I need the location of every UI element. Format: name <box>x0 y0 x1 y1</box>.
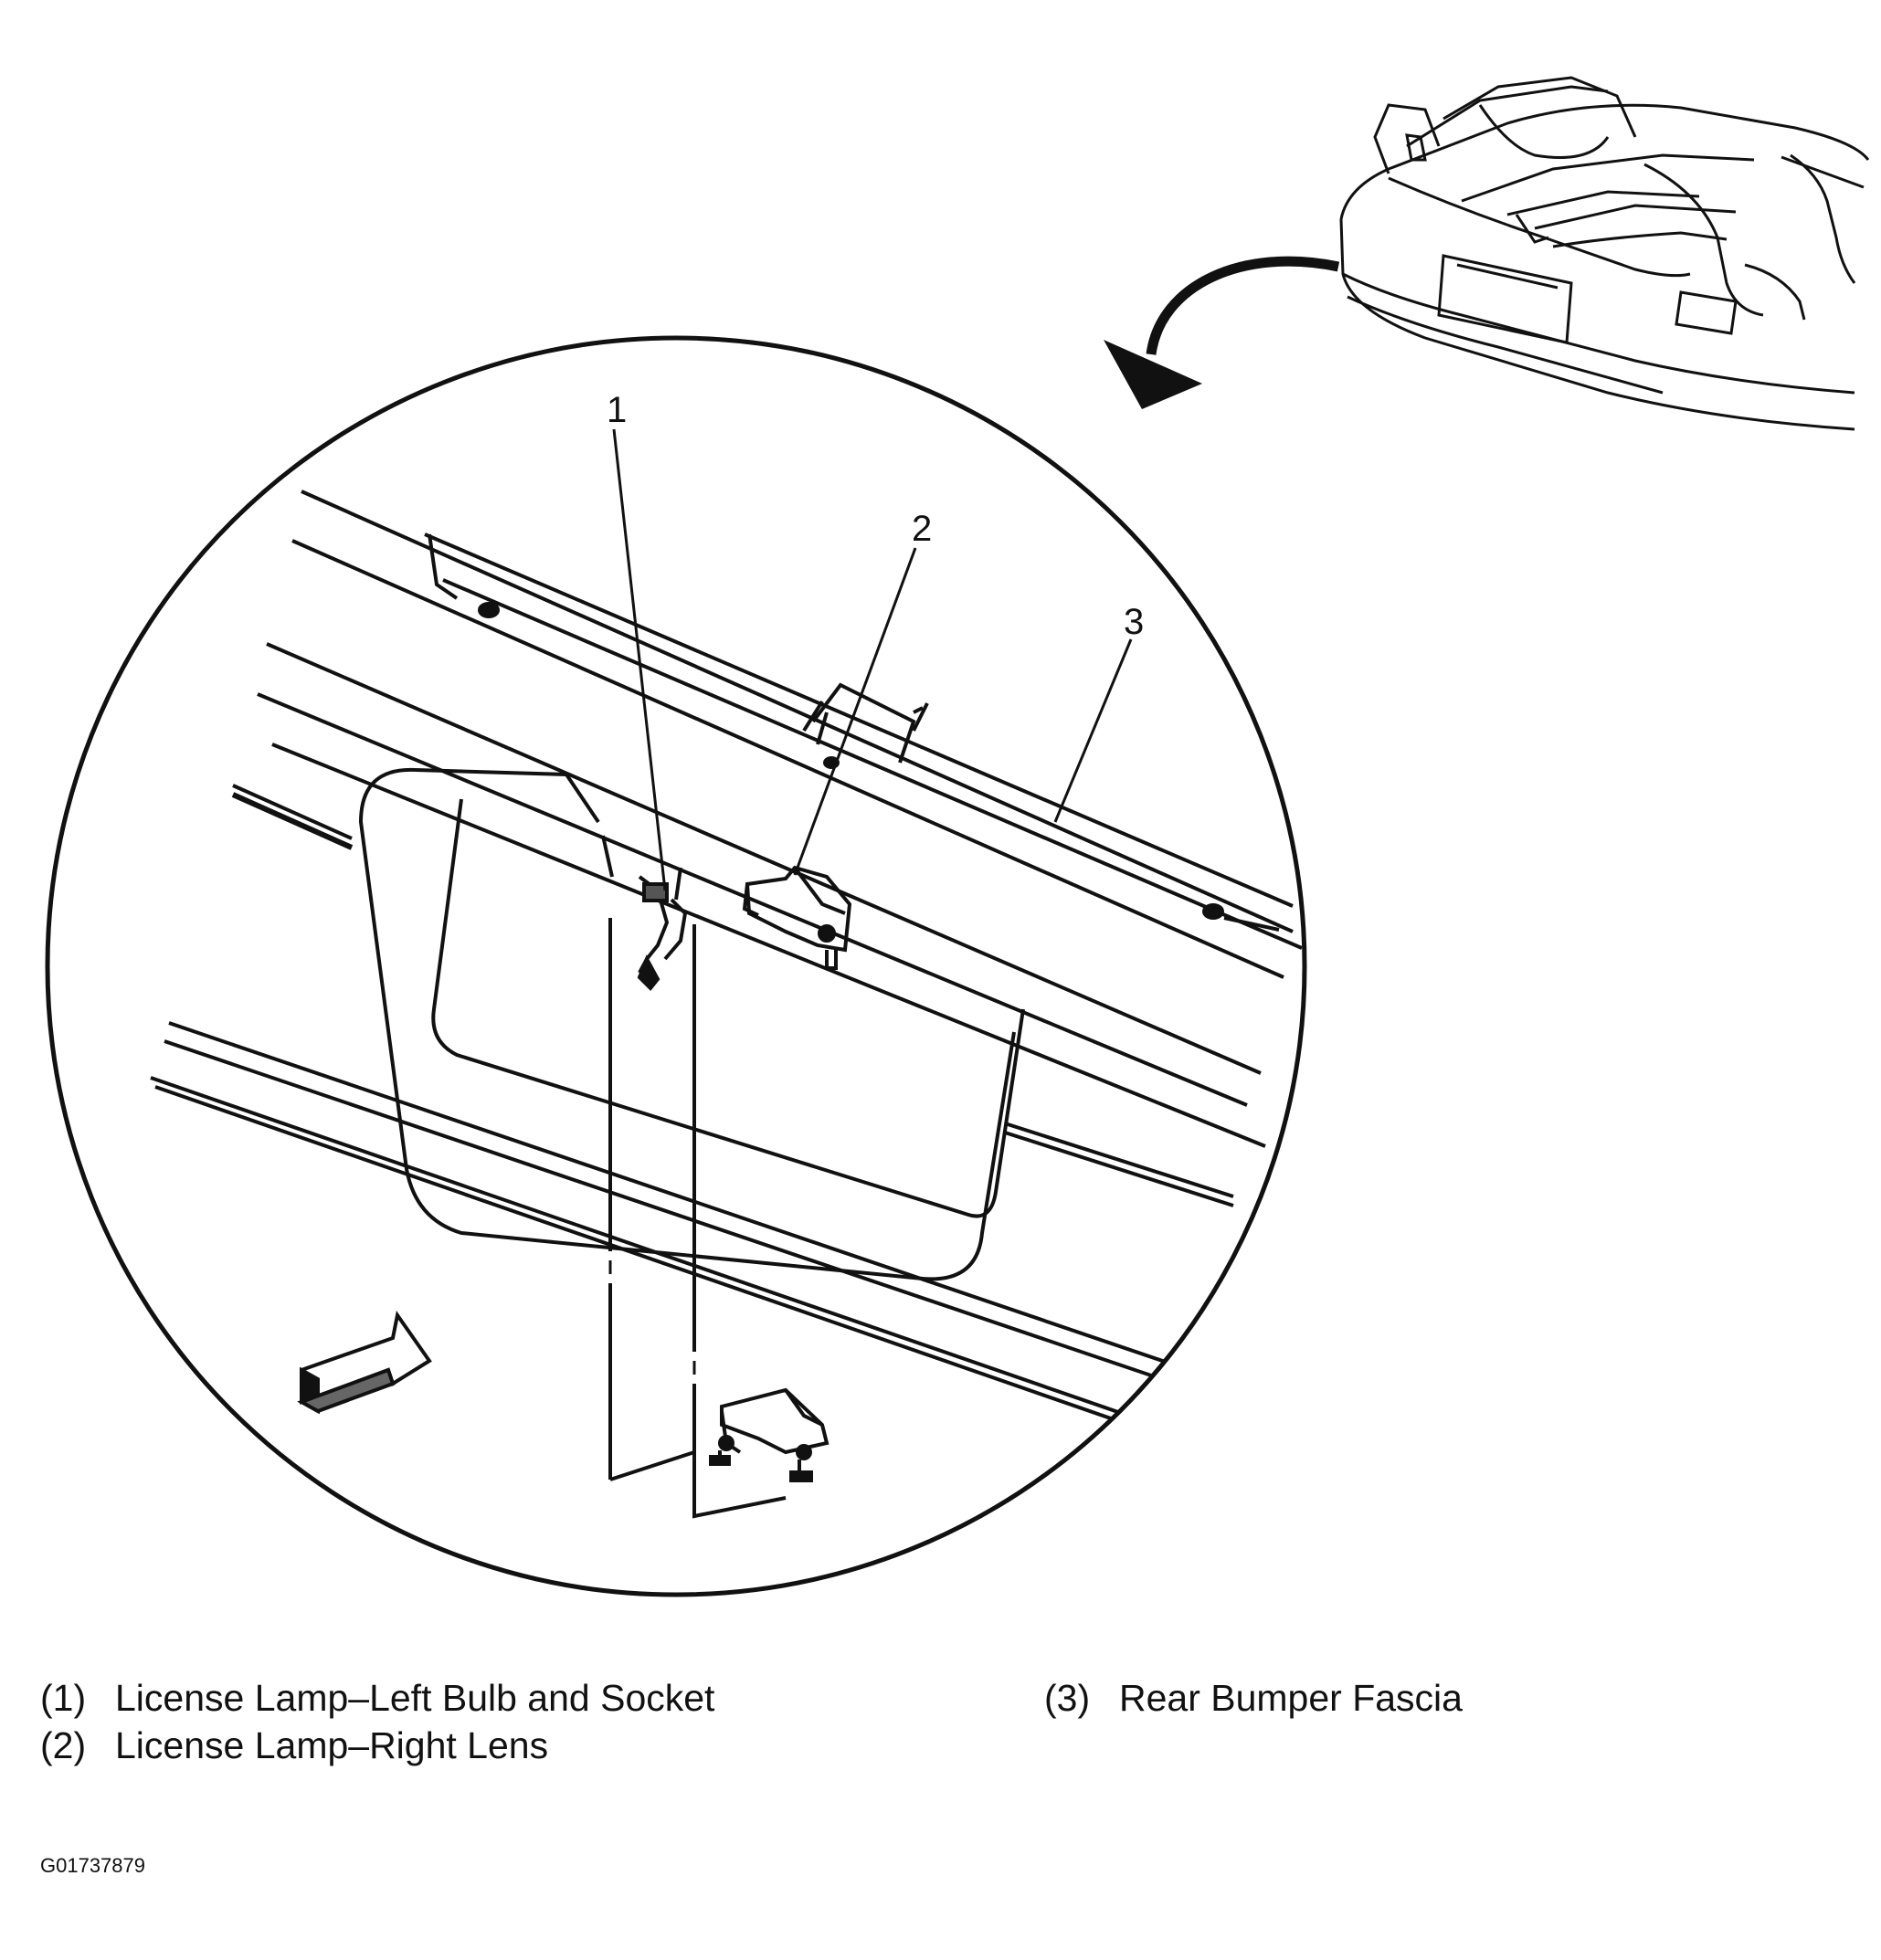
figure-id: G01737879 <box>40 1854 145 1877</box>
legend-item-2: (2) License Lamp–Right Lens <box>40 1724 548 1767</box>
curved-pointer-arrow <box>1104 256 1340 409</box>
view-direction-arrow <box>297 1311 432 1415</box>
legend-text: License Lamp–Left Bulb and Socket <box>115 1677 715 1719</box>
legend-number: (1) <box>40 1677 87 1719</box>
callout-1: 1 <box>607 390 627 430</box>
vehicle-locator-view <box>1339 76 1870 431</box>
magnified-detail-circle <box>45 335 1307 1597</box>
legend-text: Rear Bumper Fascia <box>1119 1677 1463 1719</box>
legend-number: (3) <box>1044 1677 1091 1719</box>
callout-2: 2 <box>912 509 932 549</box>
callout-3: 3 <box>1124 602 1144 642</box>
leader-lines <box>612 428 1133 891</box>
legend-text: License Lamp–Right Lens <box>115 1724 549 1766</box>
legend-number: (2) <box>40 1724 87 1766</box>
legend-item-3: (3) Rear Bumper Fascia <box>1044 1677 1463 1720</box>
bumper-fascia-detail <box>150 490 1303 1519</box>
legend-item-1: (1) License Lamp–Left Bulb and Socket <box>40 1677 714 1720</box>
